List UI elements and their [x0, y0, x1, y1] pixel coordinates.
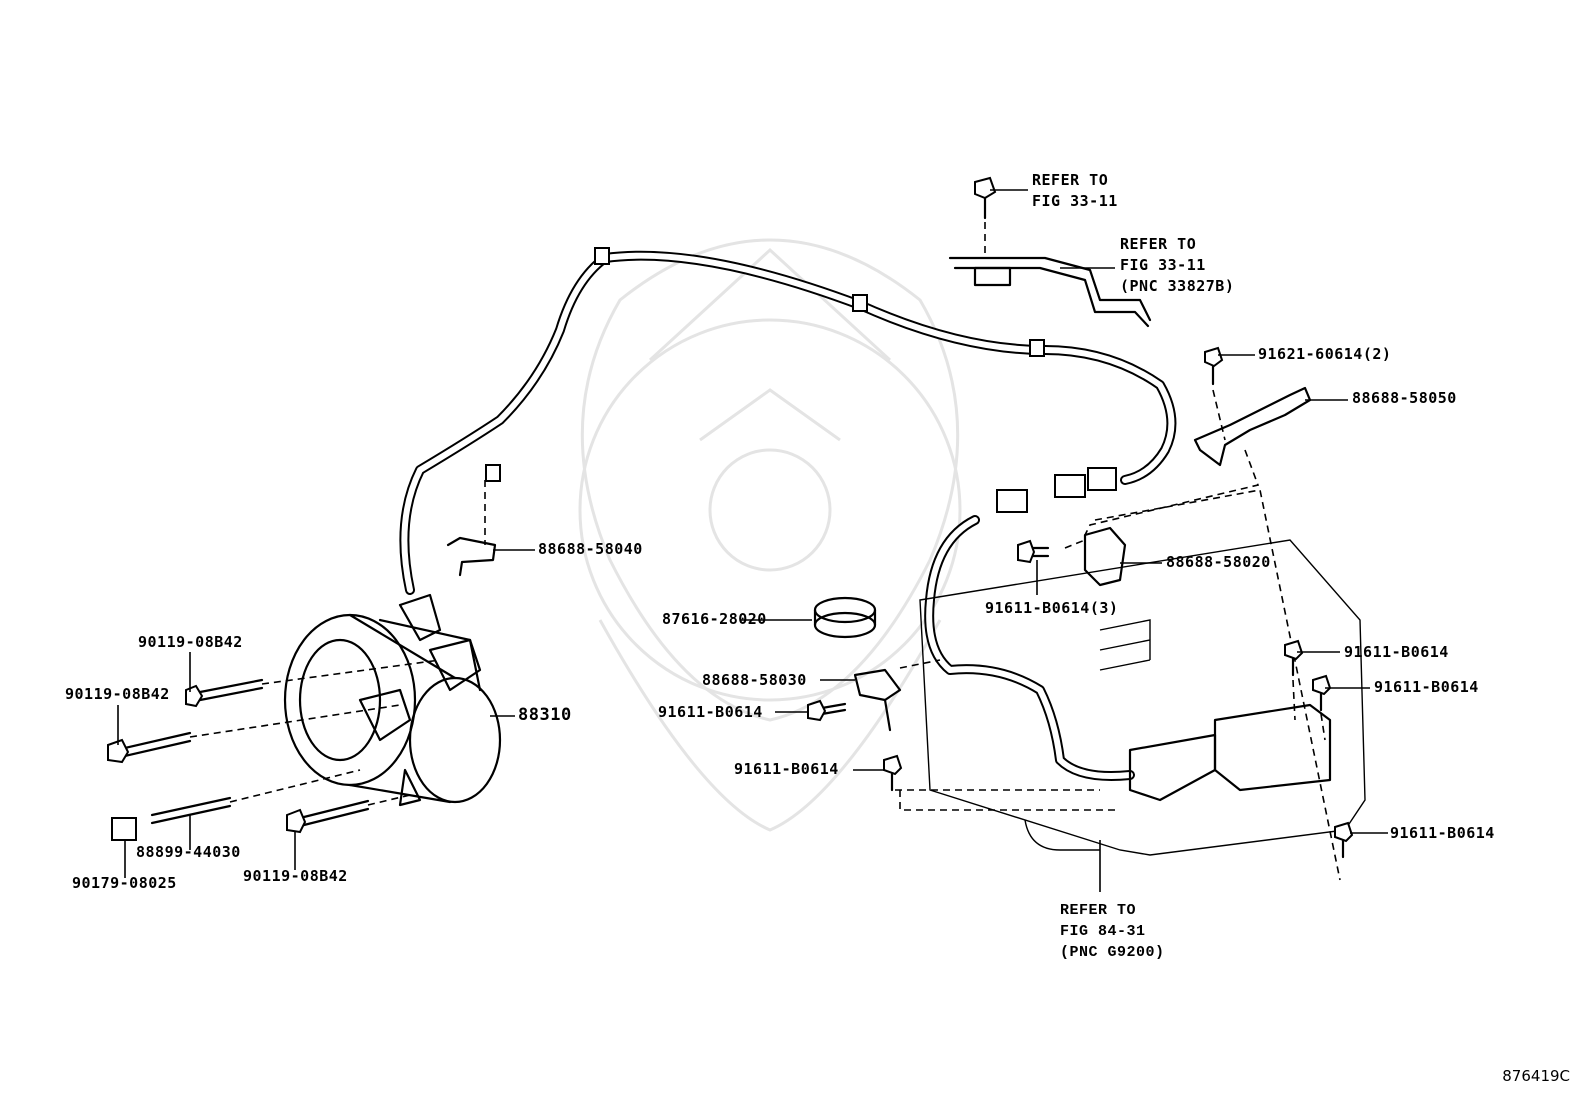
label-line: FIG 84-31 [1060, 923, 1146, 940]
label-90119-08b42-c: 90119-08B42 [243, 867, 348, 885]
label-90119-08b42-a: 90119-08B42 [138, 633, 243, 651]
label-91611-b0614-3: 91611-B0614(3) [985, 599, 1119, 617]
label-line: FIG 33-11 [1120, 256, 1206, 274]
bracket-88688-58020 [1017, 449, 1260, 587]
bracket-88688-58030 [807, 659, 941, 732]
label-line: REFER TO [1032, 171, 1109, 189]
label-line: REFER TO [1060, 902, 1137, 919]
wire-harness [399, 247, 1177, 781]
bolts-left [107, 659, 441, 841]
label-line: FIG 33-11 [1032, 192, 1118, 210]
figure-id: 876419C [1502, 1067, 1570, 1085]
grommet-87616-28020 [813, 596, 877, 639]
label-refer-fig-33-11-a: REFER TO FIG 33-11 [1032, 170, 1118, 212]
label-87616-28020: 87616-28020 [662, 610, 767, 628]
label-91611-b0614-d: 91611-B0614 [734, 760, 839, 778]
watermark-emblem [578, 238, 962, 832]
label-line: (PNC 33827B) [1120, 277, 1235, 295]
compressor-88310 [283, 593, 502, 807]
label-line: (PNC G9200) [1060, 944, 1165, 961]
label-91611-b0614-a: 91611-B0614 [1344, 643, 1449, 661]
label-88310: 88310 [518, 705, 572, 725]
leader-lines [117, 189, 1388, 892]
bolts-right [883, 639, 1354, 859]
label-88688-58040: 88688-58040 [538, 540, 643, 558]
battery-assembly [895, 489, 1366, 881]
label-line: REFER TO [1120, 235, 1197, 253]
bracket-88688-58040 [446, 480, 497, 577]
label-refer-fig-33-11-b: REFER TO FIG 33-11 (PNC 33827B) [1120, 234, 1234, 297]
label-91621-60614: 91621-60614(2) [1258, 345, 1392, 363]
label-88688-58020: 88688-58020 [1166, 553, 1271, 571]
label-91611-b0614-b: 91611-B0614 [1374, 678, 1479, 696]
label-refer-fig-84-31: REFER TO FIG 84-31 (PNC G9200) [1060, 900, 1165, 963]
label-91611-b0614-c: 91611-B0614 [658, 703, 763, 721]
label-88688-58030: 88688-58030 [702, 671, 807, 689]
bracket-88688-58050 [1193, 346, 1312, 467]
label-88688-58050: 88688-58050 [1352, 389, 1457, 407]
label-88899-44030: 88899-44030 [136, 843, 241, 861]
label-91611-b0614-e: 91611-B0614 [1390, 824, 1495, 842]
label-90179-08025: 90179-08025 [72, 874, 177, 892]
pipes-refer-33-11 [948, 176, 1152, 328]
label-90119-08b42-b: 90119-08B42 [65, 685, 170, 703]
